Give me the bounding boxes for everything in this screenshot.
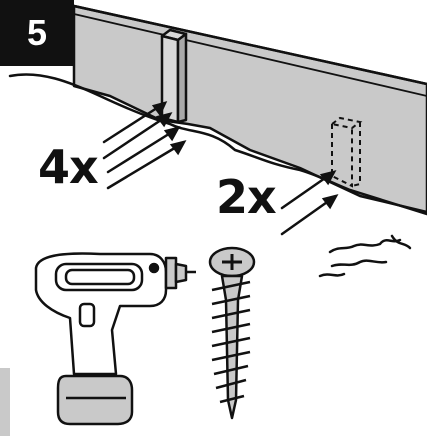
screw-direction-arrows-hidden: [280, 170, 339, 236]
screw-icon: [208, 246, 256, 420]
soil-mound: [8, 73, 427, 216]
hidden-post-outline: [329, 116, 363, 188]
page-edge-band: [0, 368, 10, 436]
soil-texture: [318, 234, 412, 278]
step-number: 5: [26, 12, 48, 53]
post-screws-count-label: 2x: [216, 170, 277, 224]
cordless-drill-icon: [34, 252, 196, 426]
screw-direction-arrows-post: [102, 101, 187, 190]
connector-post: [160, 28, 188, 124]
step-badge: 5: [0, 0, 74, 66]
front-screws-count-label: 4x: [38, 140, 99, 194]
